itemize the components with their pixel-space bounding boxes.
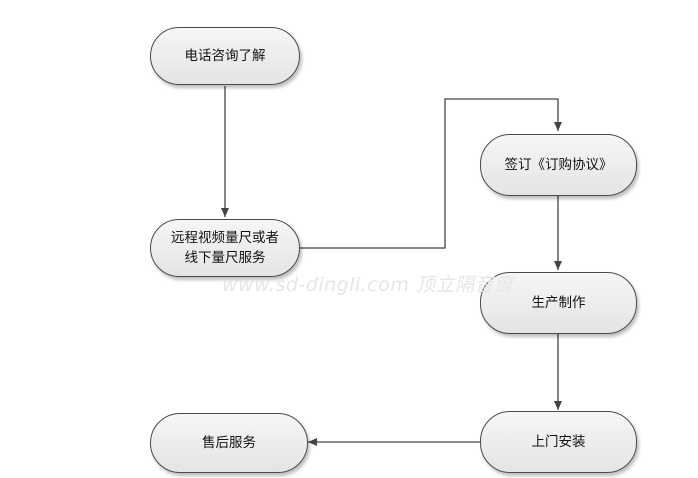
- node-after-sales-label: 售后服务: [202, 435, 256, 451]
- node-measure-line2: 线下量尺服务: [184, 250, 266, 266]
- node-measure-service-label: 远程视频量尺或者 线下量尺服务: [171, 228, 279, 268]
- node-sign-agreement[interactable]: 签订《订购协议》: [480, 134, 637, 196]
- node-installation-label: 上门安装: [531, 434, 586, 450]
- watermark-text: www.sd-dingli.com 顶立隔音窗: [222, 274, 514, 296]
- node-production[interactable]: 生产制作: [480, 272, 637, 334]
- node-phone-consult[interactable]: 电话咨询了解: [150, 27, 300, 85]
- node-sign-agreement-label: 签订《订购协议》: [504, 157, 613, 173]
- node-installation[interactable]: 上门安装: [480, 411, 637, 473]
- node-production-label: 生产制作: [531, 295, 586, 311]
- arrow-measure-to-sign: [300, 98, 562, 249]
- node-measure-line1: 远程视频量尺或者: [171, 230, 279, 246]
- node-measure-service[interactable]: 远程视频量尺或者 线下量尺服务: [150, 219, 300, 277]
- node-phone-consult-label: 电话咨询了解: [184, 48, 266, 64]
- node-after-sales[interactable]: 售后服务: [150, 413, 308, 473]
